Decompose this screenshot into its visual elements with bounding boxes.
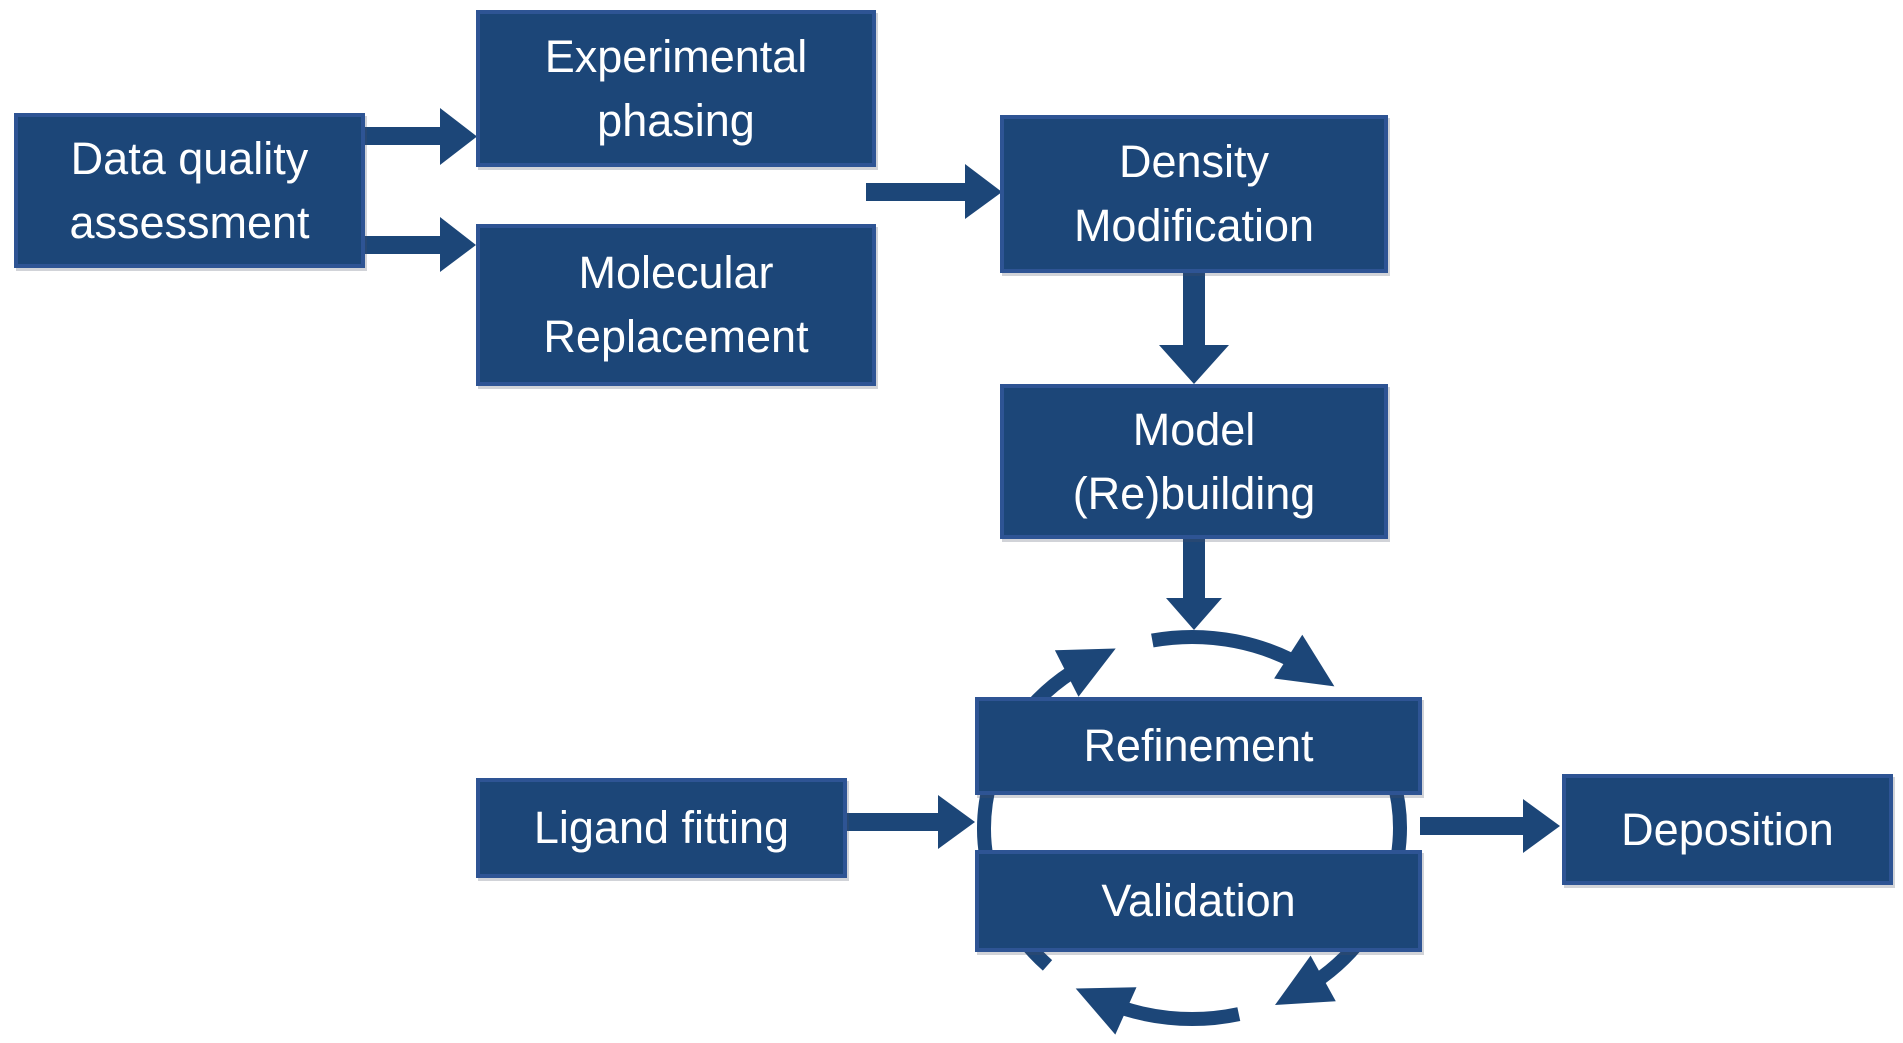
node-label: Deposition bbox=[1621, 803, 1834, 855]
cycle-arrowhead-upper-right-icon bbox=[1274, 634, 1335, 687]
node-label: phasing bbox=[597, 94, 755, 146]
node-label: Density bbox=[1118, 136, 1270, 187]
node-label: assessment bbox=[69, 196, 310, 248]
node-label: Modification bbox=[1073, 200, 1315, 251]
arrow-model-rebuilding-to-cycle-icon bbox=[1166, 539, 1222, 630]
cycle-arrowhead-lower-right-icon bbox=[1275, 955, 1336, 1005]
node-deposition: Deposition bbox=[1562, 774, 1893, 885]
node-label: (Re)building bbox=[1072, 467, 1316, 519]
node-ligand-fitting: Ligand fitting bbox=[476, 778, 847, 878]
node-label: Validation bbox=[1101, 875, 1296, 926]
cycle-arrowhead-upper-left-icon bbox=[1054, 648, 1116, 697]
arrow-cycle-to-deposition-icon bbox=[1420, 799, 1560, 853]
node-molecular-replacement: Molecular Replacement bbox=[476, 224, 876, 386]
node-experimental-phasing: Experimental phasing bbox=[476, 10, 876, 167]
arrow-ligand-fitting-to-cycle-icon bbox=[847, 795, 975, 849]
node-label: Experimental bbox=[544, 30, 808, 82]
node-label: Refinement bbox=[1083, 720, 1314, 771]
node-label: Replacement bbox=[543, 311, 809, 362]
arrow-phasing-to-density-modification-icon bbox=[866, 164, 1002, 219]
node-validation: Validation bbox=[975, 850, 1422, 952]
node-refinement: Refinement bbox=[975, 697, 1422, 795]
arrow-data-quality-to-molecular-replacement-icon bbox=[360, 217, 476, 272]
arrow-density-modification-to-model-rebuilding-icon bbox=[1159, 271, 1229, 384]
node-label: Molecular bbox=[578, 247, 774, 298]
node-model-rebuilding: Model (Re)building bbox=[1000, 384, 1388, 539]
cycle-arrowhead-lower-left-icon bbox=[1075, 987, 1137, 1035]
node-data-quality-assessment: Data quality assessment bbox=[14, 113, 365, 268]
node-label: Model bbox=[1132, 403, 1256, 455]
node-label: Data quality bbox=[70, 132, 309, 184]
node-label: Ligand fitting bbox=[533, 802, 790, 853]
arrow-data-quality-to-experimental-phasing-icon bbox=[360, 108, 477, 165]
node-density-modification: Density Modification bbox=[1000, 115, 1388, 273]
